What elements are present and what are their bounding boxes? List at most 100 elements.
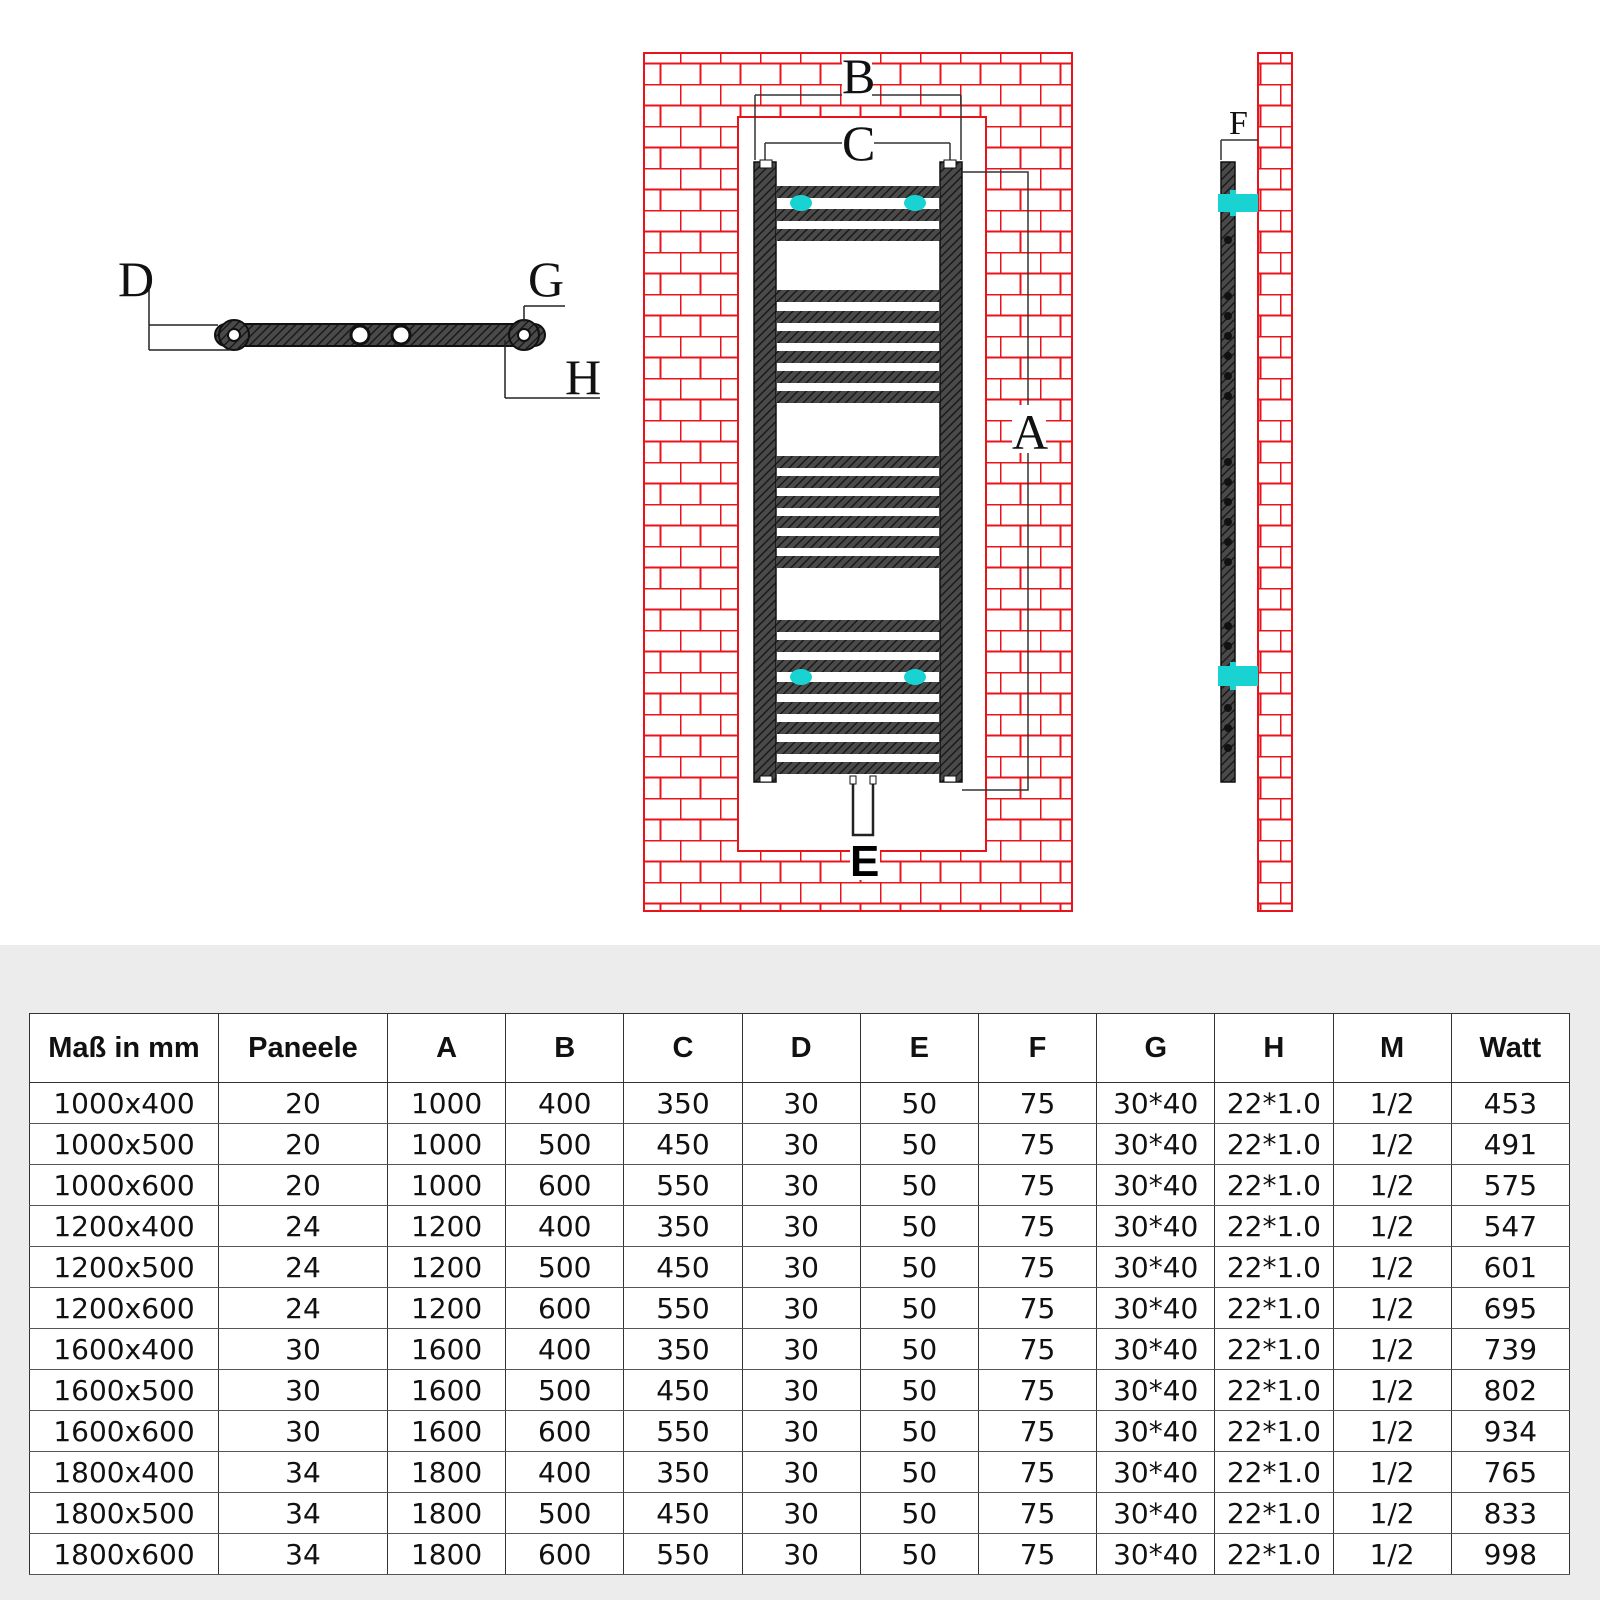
top-view-bracket-1 (349, 324, 371, 346)
table-cell: 600 (505, 1287, 625, 1329)
table-cell: 802 (1450, 1369, 1571, 1411)
table-cell: 1200x400 (29, 1205, 219, 1247)
front-mount-top-right (904, 195, 926, 211)
column-header: Watt (1450, 1013, 1571, 1083)
table-cell: 1200x600 (29, 1287, 219, 1329)
table-cell: 22*1.0 (1214, 1246, 1334, 1288)
radiator-cap-tr (943, 159, 957, 169)
table-cell: 22*1.0 (1214, 1287, 1334, 1329)
table-cell: 30 (741, 1492, 861, 1534)
table-cell: 575 (1450, 1164, 1571, 1206)
towel-radiator (753, 159, 963, 783)
table-cell: 30 (741, 1328, 861, 1370)
table-cell: 1/2 (1332, 1492, 1452, 1534)
column-header: D (741, 1013, 861, 1083)
table-cell: 30*40 (1096, 1369, 1216, 1411)
table-cell: 50 (859, 1328, 979, 1370)
table-cell: 22*1.0 (1214, 1164, 1334, 1206)
table-cell: 30 (741, 1451, 861, 1493)
table-cell: 50 (859, 1533, 979, 1575)
valve-right (869, 775, 877, 785)
table-cell: 1/2 (1332, 1164, 1452, 1206)
table-cell: 75 (977, 1410, 1098, 1452)
table-cell: 550 (623, 1287, 743, 1329)
table-cell: 1/2 (1332, 1410, 1452, 1452)
radiator-right-collector (939, 161, 963, 783)
dimension-e-line (851, 776, 875, 837)
table-cell: 75 (977, 1369, 1098, 1411)
front-mount-top-left (790, 195, 812, 211)
column-header: G (1096, 1013, 1216, 1083)
table-cell: 1/2 (1332, 1123, 1452, 1165)
table-cell: 50 (859, 1164, 979, 1206)
table-cell: 1/2 (1332, 1287, 1452, 1329)
table-cell: 30 (741, 1164, 861, 1206)
table-cell: 450 (623, 1492, 743, 1534)
table-cell: 1200 (386, 1205, 507, 1247)
dimension-d-line (148, 275, 230, 351)
table-cell: 20 (218, 1123, 388, 1165)
table-cell: 30 (741, 1205, 861, 1247)
radiator-bars (776, 186, 940, 774)
table-cell: 30 (741, 1410, 861, 1452)
front-label-c-bg (842, 120, 874, 164)
table-cell: 50 (859, 1410, 979, 1452)
label-d: D (118, 251, 154, 307)
table-cell: 30 (741, 1123, 861, 1165)
table-cell: 739 (1450, 1328, 1571, 1370)
table-cell: 350 (623, 1205, 743, 1247)
table-cell: 30 (741, 1287, 861, 1329)
table-cell: 30*40 (1096, 1533, 1216, 1575)
radiator-cap-tl (759, 159, 773, 169)
table-cell: 500 (505, 1123, 625, 1165)
column-header: C (623, 1013, 743, 1083)
side-view: F (1218, 52, 1293, 912)
table-cell: 601 (1450, 1246, 1571, 1288)
table-cell: 22*1.0 (1214, 1369, 1334, 1411)
table-cell: 22*1.0 (1214, 1410, 1334, 1452)
radiator-left-collector (753, 161, 777, 783)
table-cell: 50 (859, 1123, 979, 1165)
table-cell: 22*1.0 (1214, 1451, 1334, 1493)
label-h: H (565, 349, 601, 405)
table-cell: 75 (977, 1205, 1098, 1247)
table-cell: 1600 (386, 1410, 507, 1452)
table-cell: 30*40 (1096, 1410, 1216, 1452)
table-cell: 1200 (386, 1246, 507, 1288)
front-mount-bottom-left (790, 669, 812, 685)
table-cell: 350 (623, 1451, 743, 1493)
table-cell: 695 (1450, 1287, 1571, 1329)
table-cell: 400 (505, 1328, 625, 1370)
table-cell: 1000x500 (29, 1123, 219, 1165)
label-c: C (842, 115, 875, 171)
table-cell: 350 (623, 1328, 743, 1370)
table-cell: 50 (859, 1205, 979, 1247)
table-cell: 550 (623, 1410, 743, 1452)
table-cell: 22*1.0 (1214, 1492, 1334, 1534)
table-cell: 491 (1450, 1123, 1571, 1165)
table-cell: 400 (505, 1082, 625, 1124)
table-cell: 1/2 (1332, 1451, 1452, 1493)
column-header: Maß in mm (29, 1013, 219, 1083)
column-header: F (977, 1013, 1098, 1083)
table-cell: 30*40 (1096, 1082, 1216, 1124)
table-cell: 1000x600 (29, 1164, 219, 1206)
table-cell: 75 (977, 1164, 1098, 1206)
table-cell: 998 (1450, 1533, 1571, 1575)
table-cell: 22*1.0 (1214, 1082, 1334, 1124)
table-cell: 22*1.0 (1214, 1328, 1334, 1370)
radiator-cap-bl (759, 775, 773, 783)
